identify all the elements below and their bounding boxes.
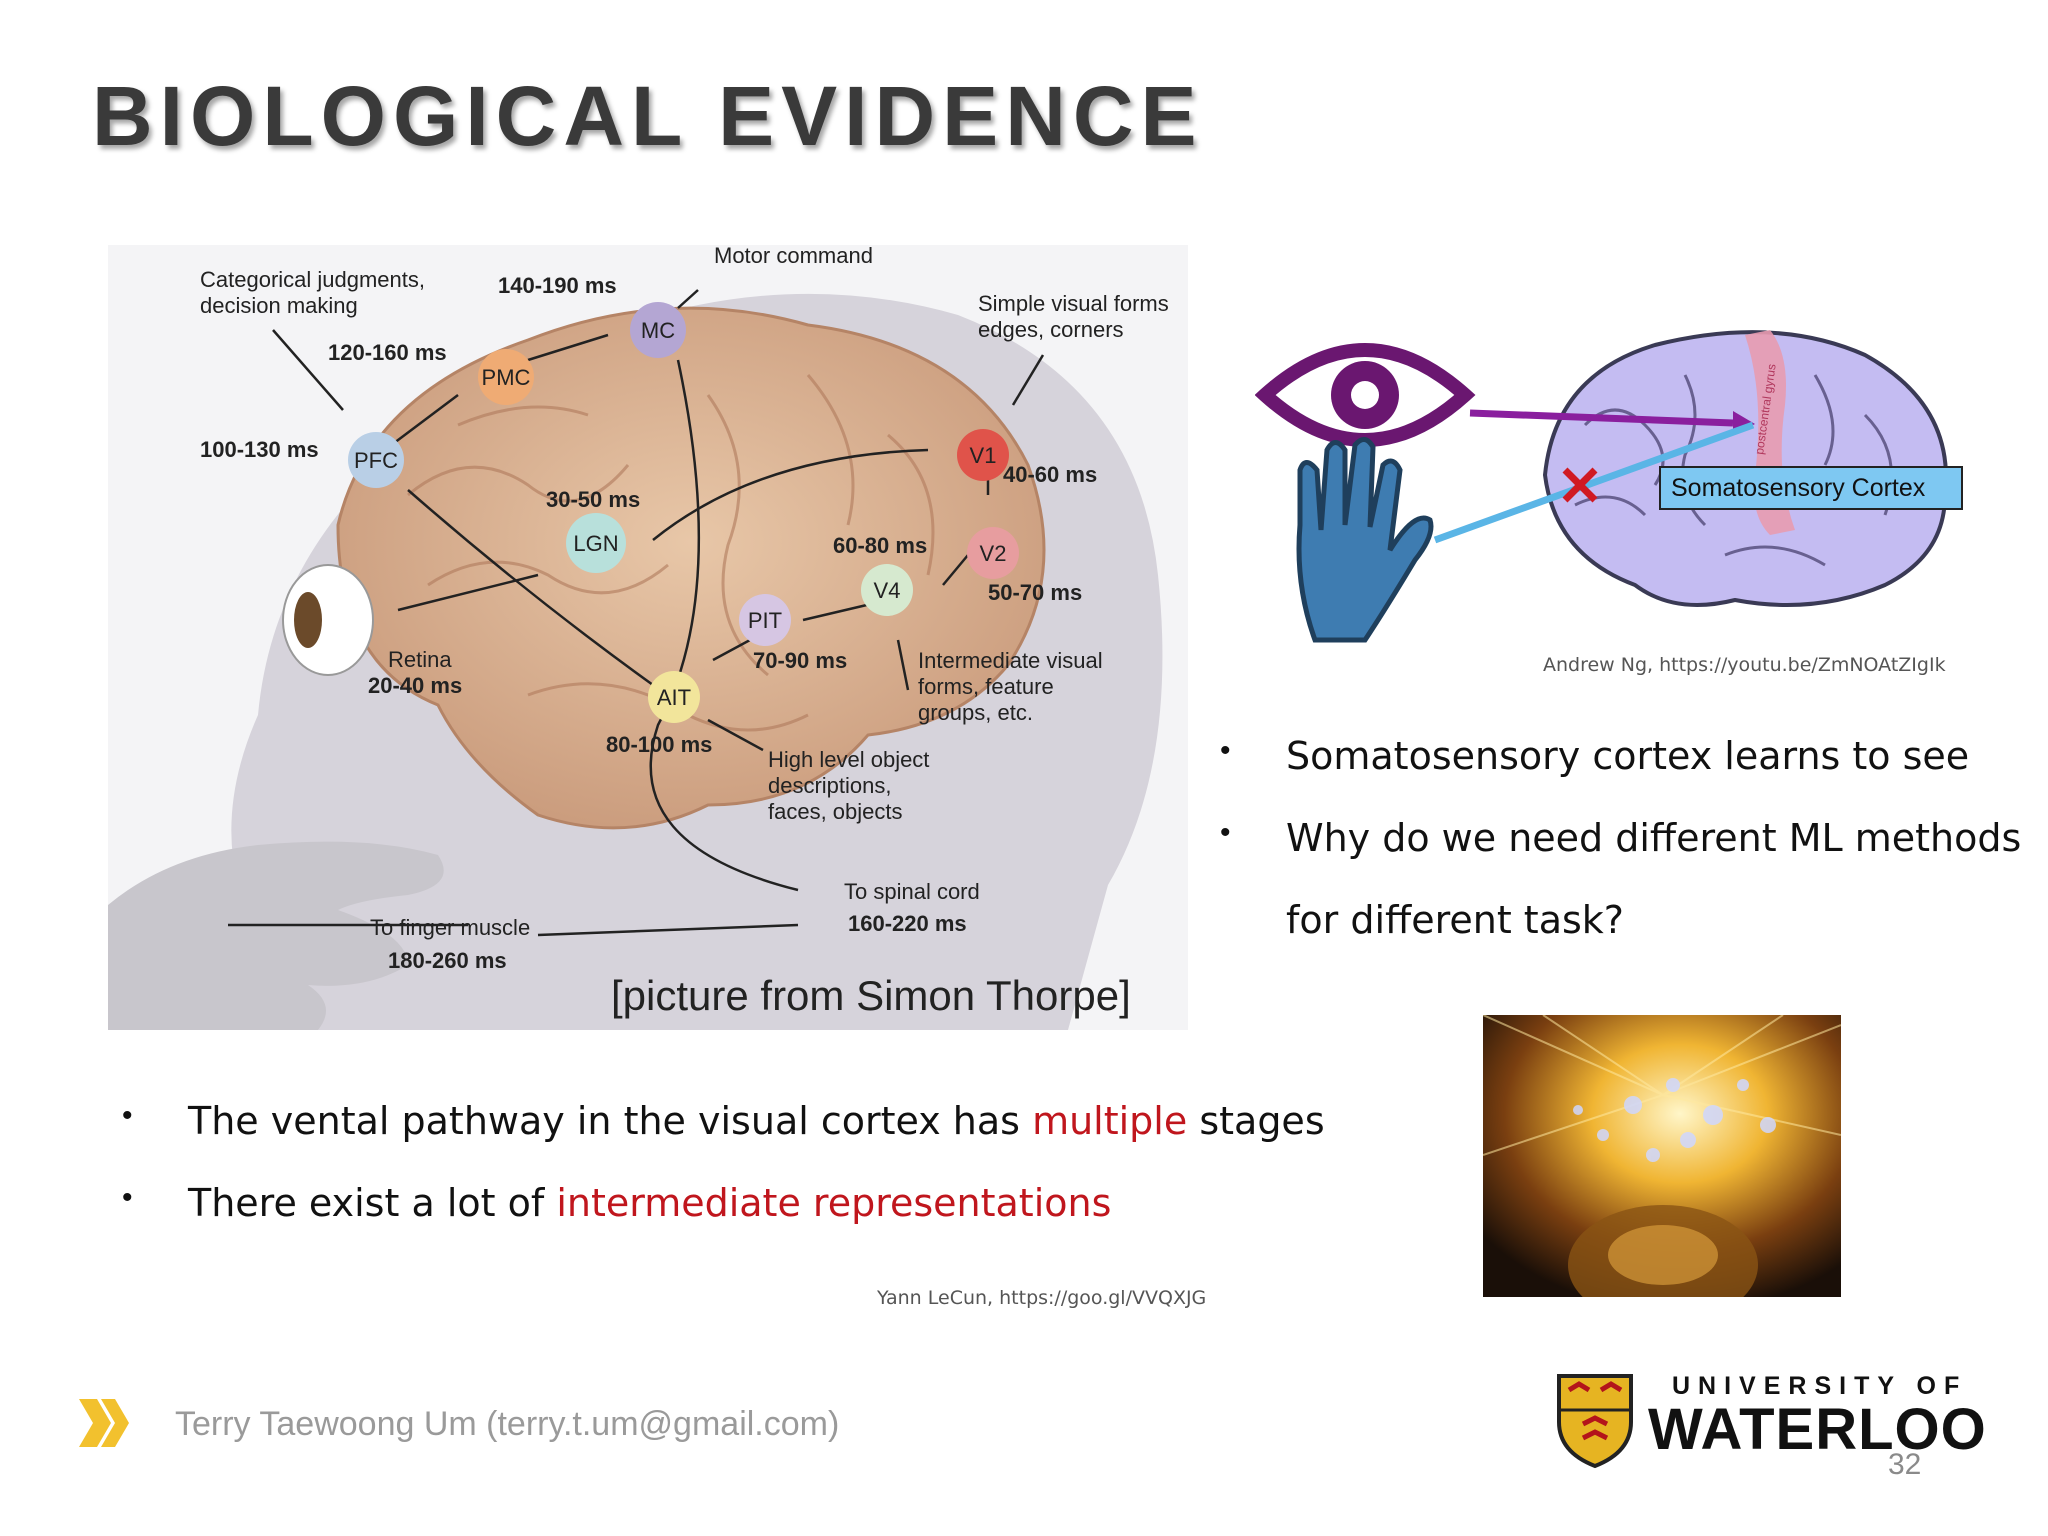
label-intermediate-2: forms, feature xyxy=(918,674,1054,699)
svg-text:PFC: PFC xyxy=(354,448,398,473)
lecun-credit: Yann LeCun, https://goo.gl/VVQXJG xyxy=(877,1287,1207,1309)
area-pmc: PMC xyxy=(478,349,534,405)
timing-finger: 180-260 ms xyxy=(388,948,507,973)
svg-text:V4: V4 xyxy=(874,578,901,603)
svg-text:AIT: AIT xyxy=(657,685,691,710)
area-v2: V2 xyxy=(967,527,1019,579)
svg-text:V1: V1 xyxy=(970,443,997,468)
eye-illustration xyxy=(282,564,374,676)
timing-pmc: 120-160 ms xyxy=(328,340,447,365)
area-ait: AIT xyxy=(648,671,700,723)
cross-mark-icon xyxy=(1562,467,1598,503)
hand-silhouette xyxy=(108,841,444,1030)
label-intermediate-3: groups, etc. xyxy=(918,700,1033,725)
neural-network-head-image xyxy=(1483,1015,1841,1297)
area-pit: PIT xyxy=(739,594,791,646)
timing-pfc: 100-130 ms xyxy=(200,437,319,462)
label-high-1: High level object xyxy=(768,747,929,772)
area-mc: MC xyxy=(630,302,686,358)
timing-ait: 80-100 ms xyxy=(606,732,712,757)
timing-pit: 70-90 ms xyxy=(753,648,847,673)
area-pfc: PFC xyxy=(348,432,404,488)
label-simple-2: edges, corners xyxy=(978,317,1124,342)
brain-pathway-figure: MC PMC PFC LGN V1 V2 V4 PIT AIT 140-190 … xyxy=(108,245,1188,1030)
somatosensory-figure: postcentral gyrus Somatosensory Cortex xyxy=(1255,330,1963,643)
timing-mc: 140-190 ms xyxy=(498,273,617,298)
timing-lgn: 30-50 ms xyxy=(546,487,640,512)
timing-v2: 50-70 ms xyxy=(988,580,1082,605)
somatosensory-label: Somatosensory Cortex xyxy=(1671,474,1926,502)
label-intermediate-1: Intermediate visual xyxy=(918,648,1103,673)
timing-retina: 20-40 ms xyxy=(368,673,462,698)
timing-v4: 60-80 ms xyxy=(833,533,927,558)
waterloo-shield-icon xyxy=(1557,1374,1633,1469)
logo-university-of: UNIVERSITY OF xyxy=(1672,1372,1968,1400)
brain-figure-caption: [picture from Simon Thorpe] xyxy=(611,972,1131,1019)
brain-shape xyxy=(336,306,1046,830)
chevron-icon xyxy=(79,1399,129,1447)
svg-text:V2: V2 xyxy=(980,541,1007,566)
timing-spinal: 160-220 ms xyxy=(848,911,967,936)
label-spinal: To spinal cord xyxy=(844,879,980,904)
label-finger: To finger muscle xyxy=(370,915,530,940)
label-high-2: descriptions, xyxy=(768,773,892,798)
page-number: 32 xyxy=(1888,1448,1922,1481)
label-simple-1: Simple visual forms xyxy=(978,291,1169,316)
slide-title: BIOLOGICAL EVIDENCE xyxy=(92,69,1204,163)
hand-icon xyxy=(1296,437,1434,643)
svg-text:PMC: PMC xyxy=(482,365,531,390)
timing-v1: 40-60 ms xyxy=(1003,462,1097,487)
label-retina: Retina xyxy=(388,647,452,672)
area-lgn: LGN xyxy=(566,513,626,573)
area-v1: V1 xyxy=(957,429,1009,481)
label-motor-command: Motor command xyxy=(714,245,873,268)
label-high-3: faces, objects xyxy=(768,799,903,824)
logo-waterloo: WATERLOO xyxy=(1648,1397,1987,1462)
label-categorical-2: decision making xyxy=(200,293,358,318)
ng-credit: Andrew Ng, https://youtu.be/ZmNOAtZIgIk xyxy=(1543,654,1946,676)
eye-icon xyxy=(1255,343,1476,447)
label-categorical-1: Categorical judgments, xyxy=(200,267,425,292)
area-v4: V4 xyxy=(861,564,913,616)
svg-text:PIT: PIT xyxy=(748,608,782,633)
svg-text:LGN: LGN xyxy=(573,531,618,556)
svg-text:MC: MC xyxy=(641,318,675,343)
footer-author: Terry Taewoong Um (terry.t.um@gmail.com) xyxy=(175,1405,840,1443)
